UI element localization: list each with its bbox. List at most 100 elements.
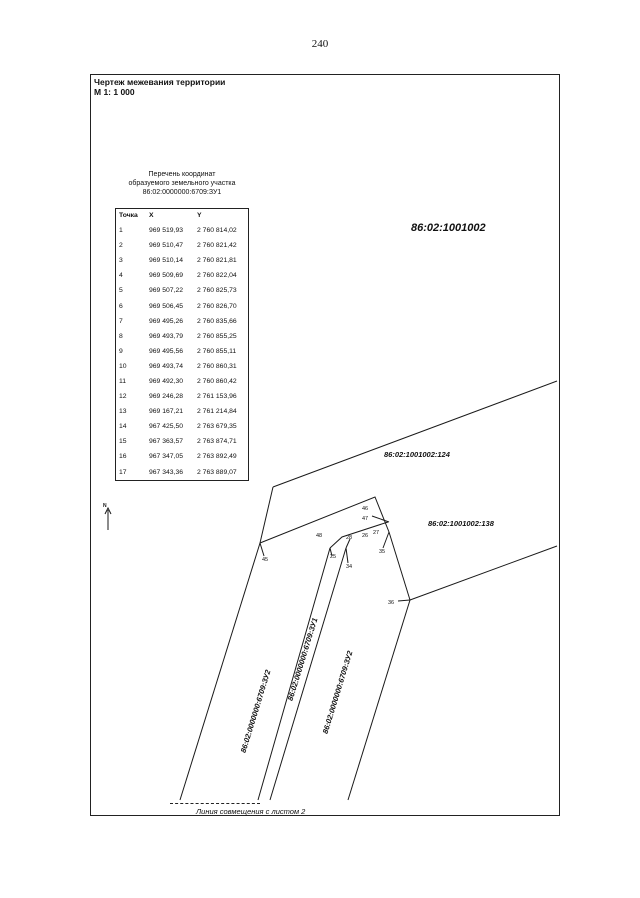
x-coordinate-cell: 967 425,50 xyxy=(149,423,184,431)
point-number-cell: 7 xyxy=(119,317,123,325)
caption-line-3: 86:02:0000000:6709:ЗУ1 xyxy=(142,189,222,196)
sheet-joint-label: Линия совмещения с листом 2 xyxy=(196,807,306,816)
parcel-124-label: 86:02:1001002:124 xyxy=(384,450,451,459)
point-number-cell: 16 xyxy=(119,453,127,461)
block-number-label: 86:02:1001002 xyxy=(411,222,486,234)
point-number-cell: 9 xyxy=(119,347,123,355)
point-number-cell: 3 xyxy=(119,257,123,265)
point-number-cell: 2 xyxy=(119,242,123,250)
y-coordinate-cell: 2 763 892,49 xyxy=(197,453,237,461)
zu1-left-line xyxy=(257,547,331,801)
title-line-1: Чертеж межевания территории xyxy=(94,77,226,87)
table-row: 7 969 495,26 2 760 835,66 xyxy=(116,314,249,329)
x-coordinate-cell: 967 343,36 xyxy=(149,468,184,476)
inner-boundary-top xyxy=(329,521,389,549)
north-label: N xyxy=(103,503,107,509)
point-number-cell: 1 xyxy=(119,227,123,235)
point-number-cell: 4 xyxy=(119,272,123,280)
table-row: 6 969 506,45 2 760 826,70 xyxy=(116,298,249,313)
x-coordinate-cell: 967 363,57 xyxy=(149,438,184,446)
inner-tick-47 xyxy=(371,515,390,523)
zu2-left-outer-line xyxy=(179,542,261,801)
table-row: 1 969 519,93 2 760 814,02 xyxy=(116,223,249,238)
parcel-138-label: 86:02:1001002:138 xyxy=(428,519,495,528)
parcel-124-upper-boundary xyxy=(272,380,558,488)
point-number-cell: 11 xyxy=(119,377,127,385)
x-coordinate-cell: 969 507,22 xyxy=(149,287,184,295)
point-number-cell: 17 xyxy=(119,468,127,476)
zu1-right-line xyxy=(269,547,347,801)
parcel-138-lower-boundary xyxy=(409,545,558,601)
y-coordinate-cell: 2 760 814,02 xyxy=(197,227,237,235)
x-coordinate-cell: 969 492,30 xyxy=(149,377,184,385)
point-label-28: 28 xyxy=(346,535,352,541)
caption-line-1: Перечень координат xyxy=(148,171,216,178)
point-label-26: 26 xyxy=(362,533,368,539)
caption-line-2: образуемого земельного участка xyxy=(128,180,236,187)
point-label-35: 35 xyxy=(379,549,385,555)
table-row: 11 969 492,30 2 760 860,42 xyxy=(116,374,249,389)
header-y: Y xyxy=(197,212,202,219)
page-number: 240 xyxy=(311,38,329,50)
point-label-27: 27 xyxy=(373,530,379,536)
y-coordinate-cell: 2 760 821,42 xyxy=(197,242,237,250)
x-coordinate-cell: 969 495,56 xyxy=(149,347,184,355)
point-label-45: 45 xyxy=(262,557,268,563)
leader-45 xyxy=(259,542,265,557)
y-coordinate-cell: 2 761 214,84 xyxy=(197,408,237,416)
table-row: 15 967 363,57 2 763 874,71 xyxy=(116,434,249,449)
zu2-right-label: 86:02:0000000:6709:ЗУ2 xyxy=(321,649,355,735)
scale-label: М 1: 1 000 xyxy=(94,87,135,97)
header-x: X xyxy=(149,212,154,219)
y-coordinate-cell: 2 760 821,81 xyxy=(197,257,237,265)
leader-25 xyxy=(329,547,333,557)
x-coordinate-cell: 969 519,93 xyxy=(149,227,184,235)
y-coordinate-cell: 2 760 860,31 xyxy=(197,362,237,370)
y-coordinate-cell: 2 760 855,25 xyxy=(197,332,237,340)
x-coordinate-cell: 969 510,14 xyxy=(149,257,184,265)
zu1-label: 86:02:0000000:6709:ЗУ1 xyxy=(286,617,320,702)
point-number-cell: 8 xyxy=(119,332,123,340)
table-row: 8 969 493,79 2 760 855,25 xyxy=(116,329,249,344)
point-label-36: 36 xyxy=(388,600,394,606)
table-row: 17 967 343,36 2 763 889,07 xyxy=(116,465,249,481)
point-number-cell: 6 xyxy=(119,302,123,310)
corridor-front-edge xyxy=(259,496,390,544)
x-coordinate-cell: 969 495,26 xyxy=(149,317,184,325)
y-coordinate-cell: 2 761 153,96 xyxy=(197,393,237,401)
y-coordinate-cell: 2 763 874,71 xyxy=(197,438,237,446)
point-label-34: 34 xyxy=(346,564,352,570)
parcel-124-left-edge xyxy=(259,486,274,544)
y-coordinate-cell: 2 760 825,73 xyxy=(197,287,237,295)
y-coordinate-cell: 2 760 860,42 xyxy=(197,377,237,385)
y-coordinate-cell: 2 760 835,66 xyxy=(197,317,237,325)
point-number-cell: 5 xyxy=(119,287,123,295)
point-number-cell: 13 xyxy=(119,408,127,416)
leader-35 xyxy=(382,531,390,549)
point-number-cell: 15 xyxy=(119,438,127,446)
zu2-right-outer-line xyxy=(347,599,411,801)
sheet-joint-line xyxy=(170,803,260,804)
point-label-46: 46 xyxy=(362,506,368,512)
drawing-title: Чертеж межевания территории М 1: 1 000 xyxy=(94,77,225,97)
x-coordinate-cell: 969 493,74 xyxy=(149,362,184,370)
leader-34 xyxy=(345,547,349,564)
x-coordinate-cell: 969 506,45 xyxy=(149,302,184,310)
inner-boundary-short xyxy=(345,538,351,549)
table-header-row: Точка X Y xyxy=(116,209,249,224)
drawing-frame xyxy=(90,74,560,816)
y-coordinate-cell: 2 760 822,04 xyxy=(197,272,237,280)
x-coordinate-cell: 969 493,79 xyxy=(149,332,184,340)
y-coordinate-cell: 2 763 889,07 xyxy=(197,468,237,476)
north-arrow-head xyxy=(104,506,112,515)
point-label-25: 25 xyxy=(330,554,336,560)
y-coordinate-cell: 2 760 826,70 xyxy=(197,302,237,310)
point-number-cell: 12 xyxy=(119,393,127,401)
